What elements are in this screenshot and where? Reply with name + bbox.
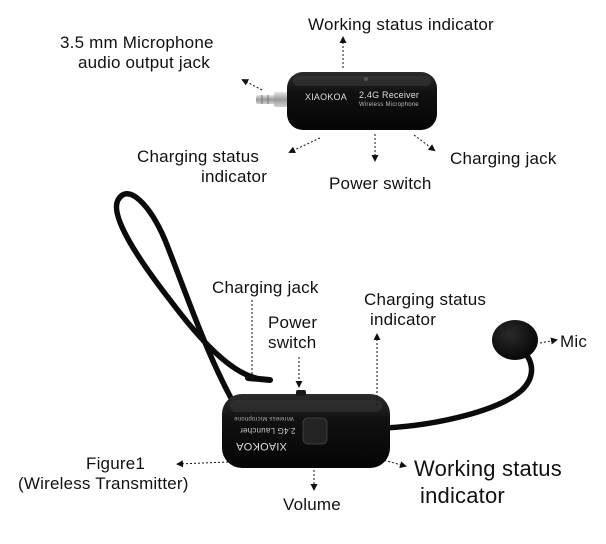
audio-jack-plug [256, 92, 288, 107]
receiver-device [256, 72, 437, 130]
label-volume: Volume [283, 495, 341, 514]
transmitter-model-text: 2.4G Launcher [240, 426, 296, 435]
headset-device [113, 191, 538, 468]
label-audio-jack-line1: 3.5 mm Microphone [60, 33, 214, 52]
label-working-status-transmitter-line1: Working status [414, 456, 562, 481]
label-charging-status-transmitter-line2: indicator [370, 310, 437, 329]
label-charging-jack-receiver: Charging jack [450, 149, 557, 168]
label-charging-jack-transmitter: Charging jack [212, 278, 319, 297]
mic-foam [492, 320, 538, 360]
label-working-status-indicator-receiver: Working status indicator [308, 15, 494, 34]
label-figure1: Figure1 [86, 454, 146, 473]
transmitter-brand-text: XIAOKOA [236, 440, 287, 452]
label-charging-status-receiver-line2: indicator [201, 167, 268, 186]
receiver-body [287, 72, 437, 130]
receiver-brand-text: XIAOKOA [305, 92, 347, 102]
receiver-subtitle-text: Wireless Microphone [359, 102, 419, 108]
label-power-switch-transmitter-line1: Power [268, 313, 318, 332]
volume-dial [302, 417, 328, 445]
label-charging-status-receiver-line1: Charging status [137, 147, 260, 166]
label-working-status-transmitter-line2: indicator [420, 483, 505, 508]
label-audio-jack-line2: audio output jack [78, 53, 210, 72]
label-power-switch-transmitter-line2: switch [268, 333, 317, 352]
transmitter-subtitle-text: Wireless Microphone [234, 415, 294, 421]
label-mic: Mic [560, 332, 588, 351]
label-wireless-transmitter: (Wireless Transmitter) [18, 474, 189, 493]
receiver-model-text: 2.4G Receiver [359, 90, 420, 100]
label-power-switch-receiver: Power switch [329, 174, 432, 193]
working-status-led [364, 77, 368, 81]
label-charging-status-transmitter-line1: Charging status [364, 290, 487, 309]
